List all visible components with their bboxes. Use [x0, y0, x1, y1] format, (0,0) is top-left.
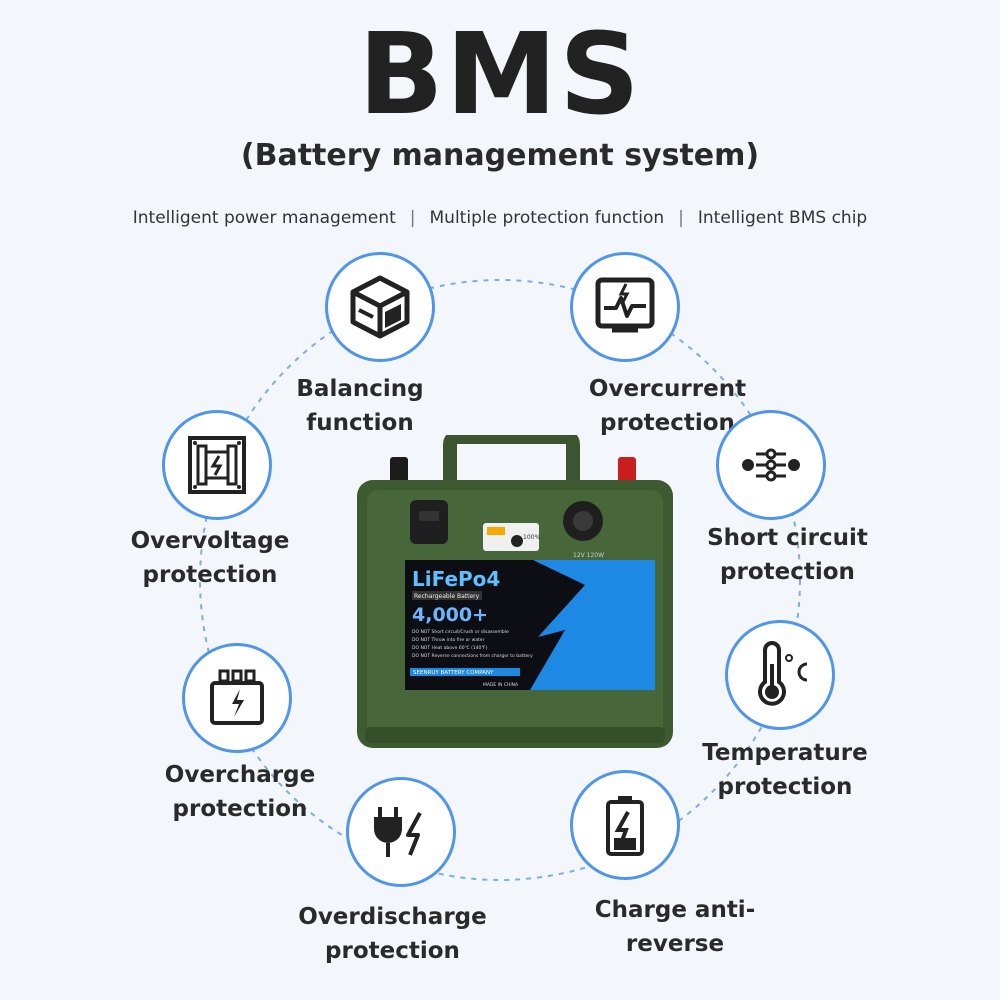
temperature-label: Temperature protection: [695, 736, 875, 804]
temperature-label-line2: protection: [717, 774, 853, 800]
battery-warning: DO NOT Reverse connections from charger …: [412, 653, 533, 659]
battery-warning: DO NOT Short circuit/Crush or disassembl…: [412, 629, 509, 635]
overdischarge-node: [346, 777, 456, 887]
balancing-node: [325, 252, 435, 362]
overcharge-label-line1: Overcharge: [164, 762, 316, 788]
overcharge-node: [182, 643, 292, 753]
overvoltage-label: Overvoltage protection: [115, 524, 305, 592]
battery-cycles: 4,000+: [412, 604, 488, 626]
battery-made-in: MADE IN CHINA: [483, 682, 519, 688]
monitor-pulse-icon: [595, 277, 655, 333]
battery-warning: DO NOT Throw into fire or water: [412, 637, 485, 643]
feature-protection: Multiple protection function: [429, 208, 665, 228]
overdischarge-label-line1: Overdischarge: [298, 904, 487, 930]
battery-brand: LiFePo4: [412, 567, 500, 591]
balancing-label: Balancing function: [296, 376, 424, 436]
overcurrent-node: [570, 252, 680, 362]
power-level-text: 100%: [523, 534, 540, 541]
feature-list: Intelligent power management | Multiple …: [0, 208, 1000, 228]
page-subtitle: (Battery management system): [240, 138, 760, 173]
battery-charge-icon: [210, 669, 264, 725]
cube-icon: [350, 275, 410, 339]
overdischarge-label: Overdischarge protection: [290, 900, 495, 968]
battery-warning: DO NOT Heat above 60℃ (140℉): [412, 645, 488, 651]
thermometer-icon: [758, 641, 808, 706]
feature-separator: |: [678, 208, 684, 228]
temperature-label-line1: Temperature: [702, 740, 868, 766]
voltage-module-icon: [188, 436, 246, 494]
battery-product-image: 100% 12V 120W LiFePo4 Rechargeable Batte…: [357, 435, 673, 748]
sliders-icon: [742, 448, 800, 482]
short-circuit-label-line2: protection: [720, 559, 855, 585]
anti-reverse-label: Charge anti-reverse: [594, 897, 756, 957]
battery-bolt-icon: [606, 796, 644, 856]
feature-power-management: Intelligent power management: [132, 208, 396, 228]
battery-company: SEENRUY BATTERY COMPANY: [413, 670, 494, 676]
overvoltage-label-line2: protection: [142, 562, 278, 588]
short-circuit-node: [716, 410, 826, 520]
overcharge-label-line2: protection: [172, 796, 308, 822]
overdischarge-label-line2: protection: [325, 938, 460, 964]
anti-reverse-node: [570, 770, 680, 880]
usb-label-text: 12V 120W: [573, 552, 604, 559]
overcharge-label: Overcharge protection: [150, 758, 330, 826]
temperature-node: [725, 620, 835, 730]
battery-type: Rechargeable Battery: [414, 593, 480, 600]
short-circuit-label-line1: Short circuit: [707, 525, 868, 551]
overvoltage-node: [162, 410, 272, 520]
page-title: BMS: [358, 10, 642, 140]
feature-separator: |: [409, 208, 416, 228]
overcurrent-label: Overcurrent protection: [588, 376, 747, 436]
plug-bolt-icon: [374, 807, 422, 857]
feature-bms-chip: Intelligent BMS chip: [697, 208, 868, 228]
short-circuit-label: Short circuit protection: [700, 521, 875, 589]
overvoltage-label-line1: Overvoltage: [130, 528, 290, 554]
